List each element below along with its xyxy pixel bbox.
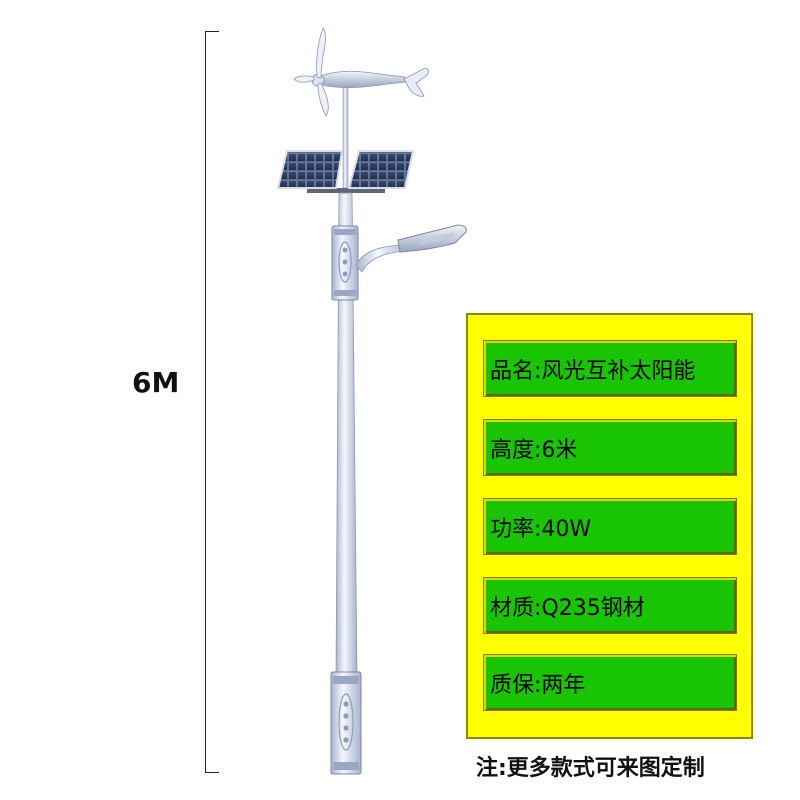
upper-sleeve — [331, 225, 359, 301]
lower-base — [330, 671, 362, 775]
spec-label: 质保:两年 — [490, 672, 586, 698]
height-bracket — [205, 31, 219, 773]
customization-note: 注:更多款式可来图定制 — [476, 756, 705, 781]
street-light-icon — [355, 224, 467, 273]
spec-label: 品名:风光互补太阳能 — [490, 358, 696, 384]
spec-label: 高度:6米 — [490, 437, 578, 463]
wind-turbine-icon — [293, 27, 430, 189]
spec-row-power: 功率:40W — [483, 498, 737, 555]
spec-row-warranty: 质保:两年 — [483, 654, 737, 711]
spec-row-product-name: 品名:风光互补太阳能 — [483, 340, 737, 397]
spec-label: 功率:40W — [490, 516, 592, 542]
spec-row-height: 高度:6米 — [483, 419, 737, 476]
solar-panel-icon — [276, 150, 415, 193]
height-label: 6M — [132, 366, 180, 399]
spec-panel: 品名:风光互补太阳能 高度:6米 功率:40W 材质:Q235钢材 质保:两年 — [466, 313, 753, 739]
spec-row-material: 材质:Q235钢材 — [483, 577, 737, 634]
spec-label: 材质:Q235钢材 — [490, 595, 645, 621]
